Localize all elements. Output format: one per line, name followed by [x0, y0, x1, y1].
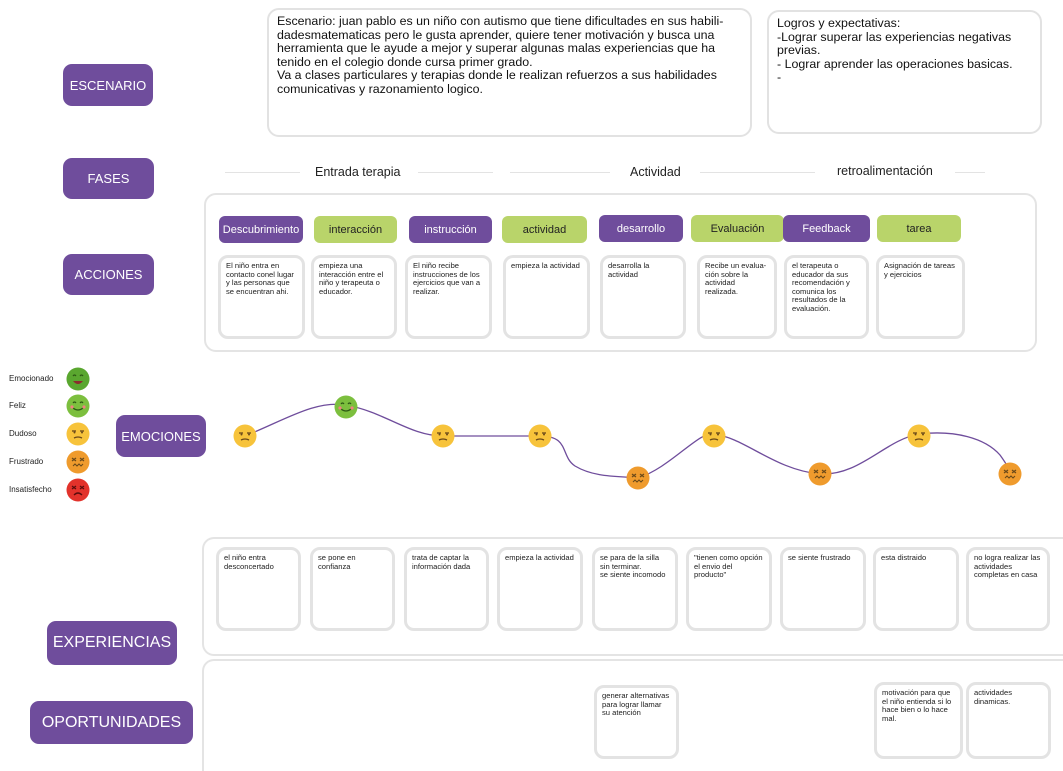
action-tag-descubrimiento: Descubrimiento	[219, 216, 303, 243]
emotion-point-frustrado-icon	[808, 462, 832, 486]
legend-label-emocionado: Emocionado	[9, 374, 54, 383]
action-card-instruccion: El niño recibe instrucciones de los ejer…	[405, 255, 492, 339]
action-tag-desarrollo: desarrollo	[599, 215, 683, 242]
emotion-point-frustrado-icon	[998, 462, 1022, 486]
experience-card: no logra realizar las actividades comple…	[966, 547, 1050, 631]
action-tag-feedback: Feedback	[783, 215, 870, 242]
action-card-evaluacion: Recibe un evalua-ción sobre la actividad…	[697, 255, 777, 339]
phase-actividad: Actividad	[630, 165, 681, 179]
legend-face-insatisfecho-icon	[66, 478, 90, 502]
opportunity-card: generar alternativas para lograr llamar …	[594, 685, 679, 759]
scenario-box: Escenario: juan pablo es un niño con aut…	[267, 8, 752, 137]
action-tag-instruccion: instrucción	[409, 216, 492, 243]
row-label-escenario: ESCENARIO	[63, 64, 153, 106]
row-label-acciones: ACCIONES	[63, 254, 154, 295]
experience-card: se pone en confianza	[310, 547, 395, 631]
legend-face-frustrado-icon	[66, 450, 90, 474]
row-label-emociones: EMOCIONES	[116, 415, 206, 457]
emotion-point-dudoso-icon	[907, 424, 931, 448]
experience-card: esta distraido	[873, 547, 959, 631]
experience-card: se siente frustrado	[780, 547, 866, 631]
phase-divider	[955, 172, 985, 173]
phase-divider	[510, 172, 610, 173]
action-tag-tarea: tarea	[877, 215, 961, 242]
action-card-tarea: Asignación de tareas y ejercicios	[876, 255, 965, 339]
emotion-point-frustrado-icon	[626, 466, 650, 490]
action-card-descubrimiento: El niño entra en contacto conel lugar y …	[218, 255, 305, 339]
opportunity-card: actividades dinamicas.	[966, 682, 1051, 759]
phase-divider	[225, 172, 300, 173]
emotion-point-feliz-icon	[334, 395, 358, 419]
experience-card: empieza la actividad	[497, 547, 583, 631]
opportunity-card: motivación para que el niño entienda si …	[874, 682, 963, 759]
action-card-desarrollo: desarrolla la actividad	[600, 255, 686, 339]
legend-label-feliz: Feliz	[9, 401, 26, 410]
action-tag-actividad: actividad	[502, 216, 587, 243]
row-label-fases: FASES	[63, 158, 154, 199]
legend-face-dudoso-icon	[66, 422, 90, 446]
emotion-point-dudoso-icon	[431, 424, 455, 448]
emotion-point-dudoso-icon	[702, 424, 726, 448]
legend-label-insatisfecho: Insatisfecho	[9, 485, 52, 494]
action-card-interaccion: empieza una interacción entre el niño y …	[311, 255, 397, 339]
emotion-point-dudoso-icon	[233, 424, 257, 448]
emotion-curve-line	[244, 403, 1011, 479]
experience-card: se para de la silla sin terminar. se sie…	[592, 547, 678, 631]
legend-face-emocionado-icon	[66, 367, 90, 391]
goals-box: Logros y expectativas: -Lograr superar l…	[767, 10, 1042, 134]
action-tag-evaluacion: Evaluación	[691, 215, 784, 242]
action-card-actividad: empieza la actividad	[503, 255, 590, 339]
experience-card: "tienen como opción el envio del product…	[686, 547, 772, 631]
phase-divider	[418, 172, 493, 173]
action-tag-interaccion: interacción	[314, 216, 397, 243]
emotion-point-dudoso-icon	[528, 424, 552, 448]
phase-divider	[700, 172, 815, 173]
row-label-experiencias: EXPERIENCIAS	[47, 621, 177, 665]
row-label-oportunidades: OPORTUNIDADES	[30, 701, 193, 744]
experience-card: el niño entra desconcertado	[216, 547, 301, 631]
legend-face-feliz-icon	[66, 394, 90, 418]
legend-label-frustrado: Frustrado	[9, 457, 44, 466]
phase-entrada: Entrada terapia	[315, 165, 401, 179]
legend-label-dudoso: Dudoso	[9, 429, 37, 438]
action-card-feedback: el terapeuta o educador da sus recomenda…	[784, 255, 869, 339]
experience-card: trata de captar la información dada	[404, 547, 489, 631]
phase-retroalimentacion: retroalimentación	[837, 164, 933, 178]
